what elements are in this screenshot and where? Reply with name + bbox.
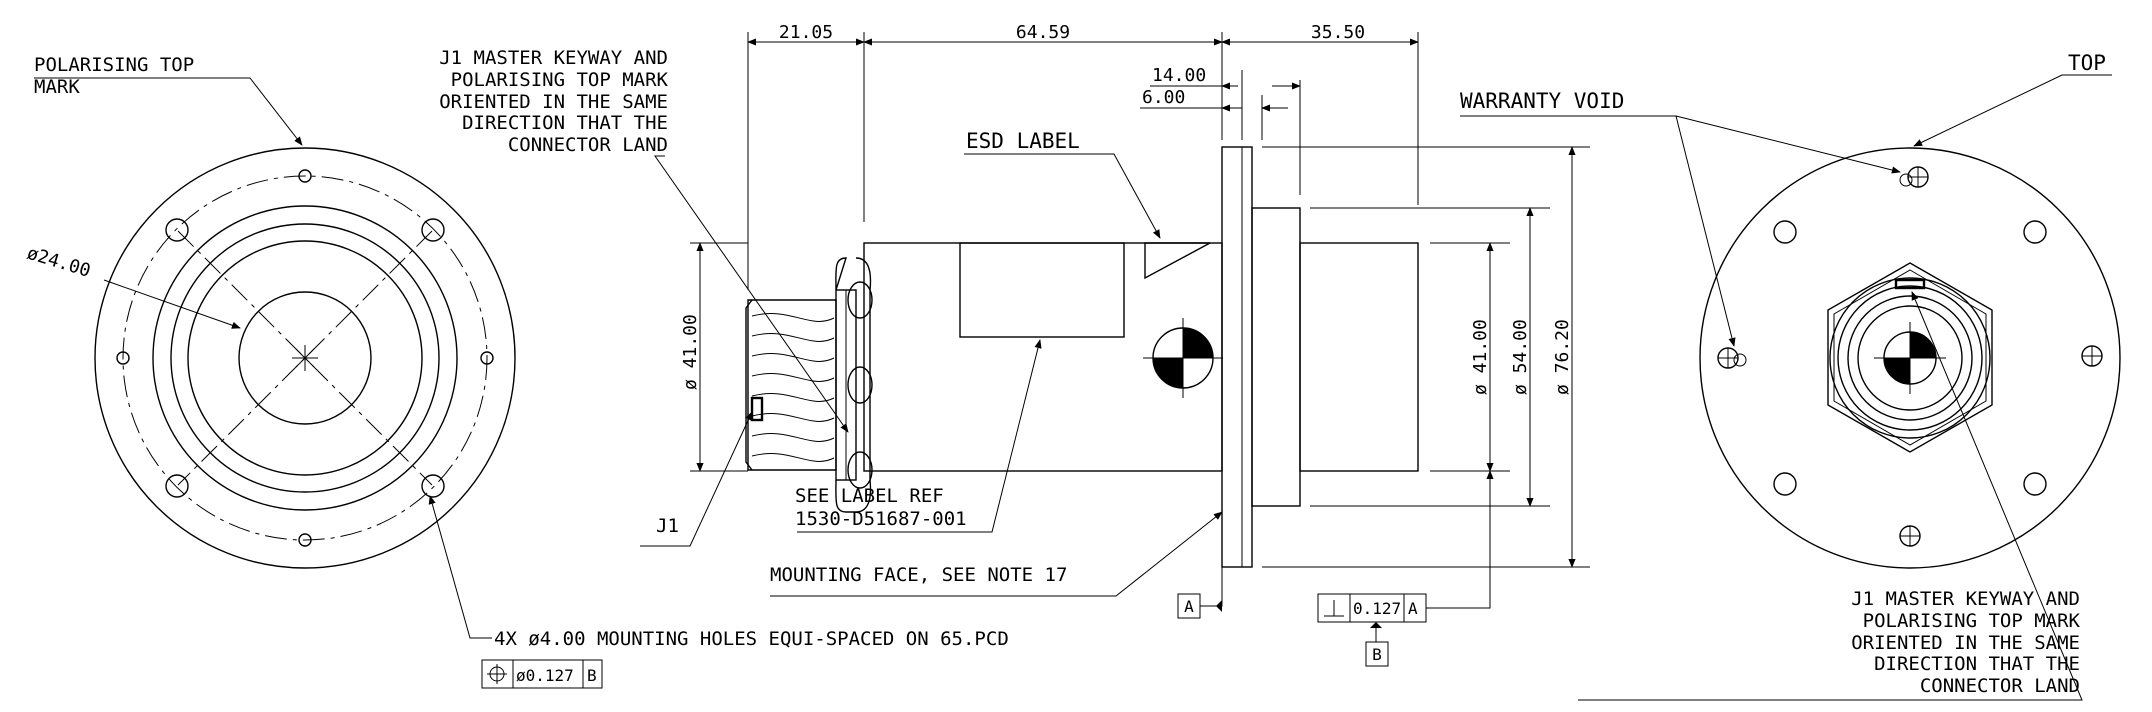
- thread-lines: [751, 313, 835, 462]
- left-keyway-note-line1: J1 MASTER KEYWAY AND: [439, 47, 668, 69]
- polarising-top-mark-line1: POLARISING TOP: [34, 54, 194, 76]
- connector-thread-body: [747, 299, 837, 471]
- see-label-ref-line1: SEE LABEL REF: [795, 485, 944, 507]
- mounting-face-leader: [770, 511, 1223, 597]
- left-keyway-note-line2: POLARISING TOP MARK: [451, 69, 669, 91]
- datum-a-frame: A: [1177, 567, 1223, 619]
- right-keyway-note: J1 MASTER KEYWAY AND POLARISING TOP MARK…: [1578, 291, 2083, 701]
- mounting-hole-tr: [421, 218, 445, 242]
- dim-6-00: 6.00: [1142, 87, 1185, 108]
- left-keyway-note-line3: ORIENTED IN THE SAME: [439, 91, 668, 113]
- rear-hole-tl: [1773, 220, 1797, 244]
- hex-nut: [1827, 262, 1993, 453]
- dia-54: ø 54.00: [1510, 319, 1531, 395]
- datum-b-frame: [1365, 641, 1389, 667]
- rear-hole-tr: [2023, 220, 2047, 244]
- perpendicularity-frame: 0.127 A B: [1317, 470, 1494, 667]
- flange-boss: [1251, 207, 1301, 507]
- right-keyway-note-line5: CONNECTOR LAND: [1920, 675, 2080, 697]
- screw-bottom-icon: [1899, 525, 1921, 547]
- see-label-ref-leader: [797, 339, 1042, 533]
- rear-hole-br: [2023, 472, 2047, 496]
- rear-hole-bl: [1773, 472, 1797, 496]
- pcd-mark-left: [116, 351, 130, 365]
- esd-label-text: ESD LABEL: [966, 129, 1080, 153]
- rear-outer-circle: [1699, 147, 2121, 569]
- j1-connector: [745, 257, 873, 513]
- position-tolerance-datum: B: [587, 666, 597, 685]
- right-keyway-note-line1: J1 MASTER KEYWAY AND: [1851, 588, 2080, 610]
- warranty-void-leader-1: [1460, 115, 1901, 174]
- dia-right-41: ø 41.00: [1470, 319, 1491, 395]
- rear-datum-target-symbol: [1874, 322, 1946, 394]
- mounting-flange: [1221, 146, 1253, 568]
- screw-top-icon: [1899, 166, 1929, 188]
- left-keyway-note: J1 MASTER KEYWAY AND POLARISING TOP MARK…: [439, 47, 849, 433]
- rear-view-right: TOP WARRANTY VOID J1 MASTER KEYWAY AND P…: [1460, 51, 2121, 701]
- pcd-mark-bottom: [298, 533, 312, 547]
- dim-21-05: 21.05: [779, 22, 833, 43]
- mounting-holes-leader: [428, 495, 492, 639]
- j1-label: J1: [656, 515, 679, 537]
- right-keyway-note-line2: POLARISING TOP MARK: [1863, 610, 2081, 632]
- warranty-void-leader-2: [1675, 115, 1736, 347]
- diameter-24-label: ø24.00: [25, 243, 93, 282]
- datum-a-letter: A: [1184, 597, 1194, 616]
- screw-right-icon: [2081, 345, 2103, 367]
- right-keyway-note-leader: [1578, 291, 2083, 701]
- warranty-void-label: WARRANTY VOID: [1460, 89, 1624, 113]
- rear-body: [1299, 242, 1419, 472]
- datum-target-symbol: [1143, 318, 1223, 398]
- centerline-diag-1: [177, 230, 433, 486]
- label-area: [959, 242, 1125, 338]
- perpendicularity-value: 0.127: [1353, 599, 1401, 618]
- dim-35-50: 35.50: [1311, 22, 1365, 43]
- left-keyway-note-line4: DIRECTION THAT THE: [462, 112, 668, 134]
- left-keyway-note-line5: CONNECTOR LAND: [508, 134, 668, 156]
- screw-left-icon: [1717, 347, 1747, 369]
- position-tolerance-frame: ø0.127 B: [481, 659, 603, 689]
- right-keyway-note-line3: ORIENTED IN THE SAME: [1851, 632, 2080, 654]
- dim-14-00: 14.00: [1152, 65, 1206, 86]
- top-leader: [1913, 74, 2112, 147]
- perpendicularity-datum: A: [1408, 599, 1418, 618]
- mounting-hole-tl: [165, 218, 189, 242]
- mounting-face-note: MOUNTING FACE, SEE NOTE 17: [770, 564, 1067, 586]
- outer-flange-circle: [94, 147, 516, 569]
- position-tolerance-value: ø0.127: [516, 666, 574, 685]
- esd-label-leader: [964, 153, 1161, 239]
- esd-label-triangle: [1144, 242, 1211, 280]
- body-circle-mid: [170, 223, 440, 493]
- mounting-hole-br: [421, 474, 445, 498]
- pcd-circle: [122, 175, 488, 541]
- mounting-hole-bl: [165, 474, 189, 498]
- pcd-mark-right: [480, 351, 494, 365]
- dia-76: ø 76.20: [1552, 319, 1573, 395]
- polarising-top-mark-leader: [34, 77, 303, 146]
- mounting-holes-note: 4X ø4.00 MOUNTING HOLES EQUI-SPACED ON 6…: [494, 628, 1009, 650]
- see-label-ref-line2: 1530-D51687-001: [795, 508, 967, 530]
- connector-circle: [238, 291, 372, 425]
- main-body: [863, 242, 1223, 472]
- top-label: TOP: [2068, 51, 2106, 75]
- pcd-mark-top: [298, 169, 312, 183]
- rear-connector-outer: [1829, 277, 1991, 439]
- connector-flange: [835, 257, 872, 513]
- center-cross-d2: [295, 348, 315, 368]
- body-circle-outer: [152, 205, 458, 511]
- datum-b-letter: B: [1372, 645, 1382, 664]
- dim-64-59: 64.59: [1016, 22, 1070, 43]
- right-keyway-note-line4: DIRECTION THAT THE: [1874, 653, 2080, 675]
- dia-left-41: ø 41.00: [680, 314, 701, 390]
- body-circle-inner: [187, 240, 423, 476]
- diameter-24-leader: [103, 279, 241, 329]
- side-view: 21.05 64.59 35.50 14.00 6.00: [640, 22, 1590, 667]
- centerline-diag-2: [177, 230, 433, 486]
- j1-leader: [640, 411, 753, 547]
- keyway-tab: [750, 396, 764, 422]
- left-keyway-note-leader: [654, 155, 849, 433]
- polarising-top-mark-line2: MARK: [34, 76, 80, 98]
- rear-keyway: [1894, 278, 1926, 290]
